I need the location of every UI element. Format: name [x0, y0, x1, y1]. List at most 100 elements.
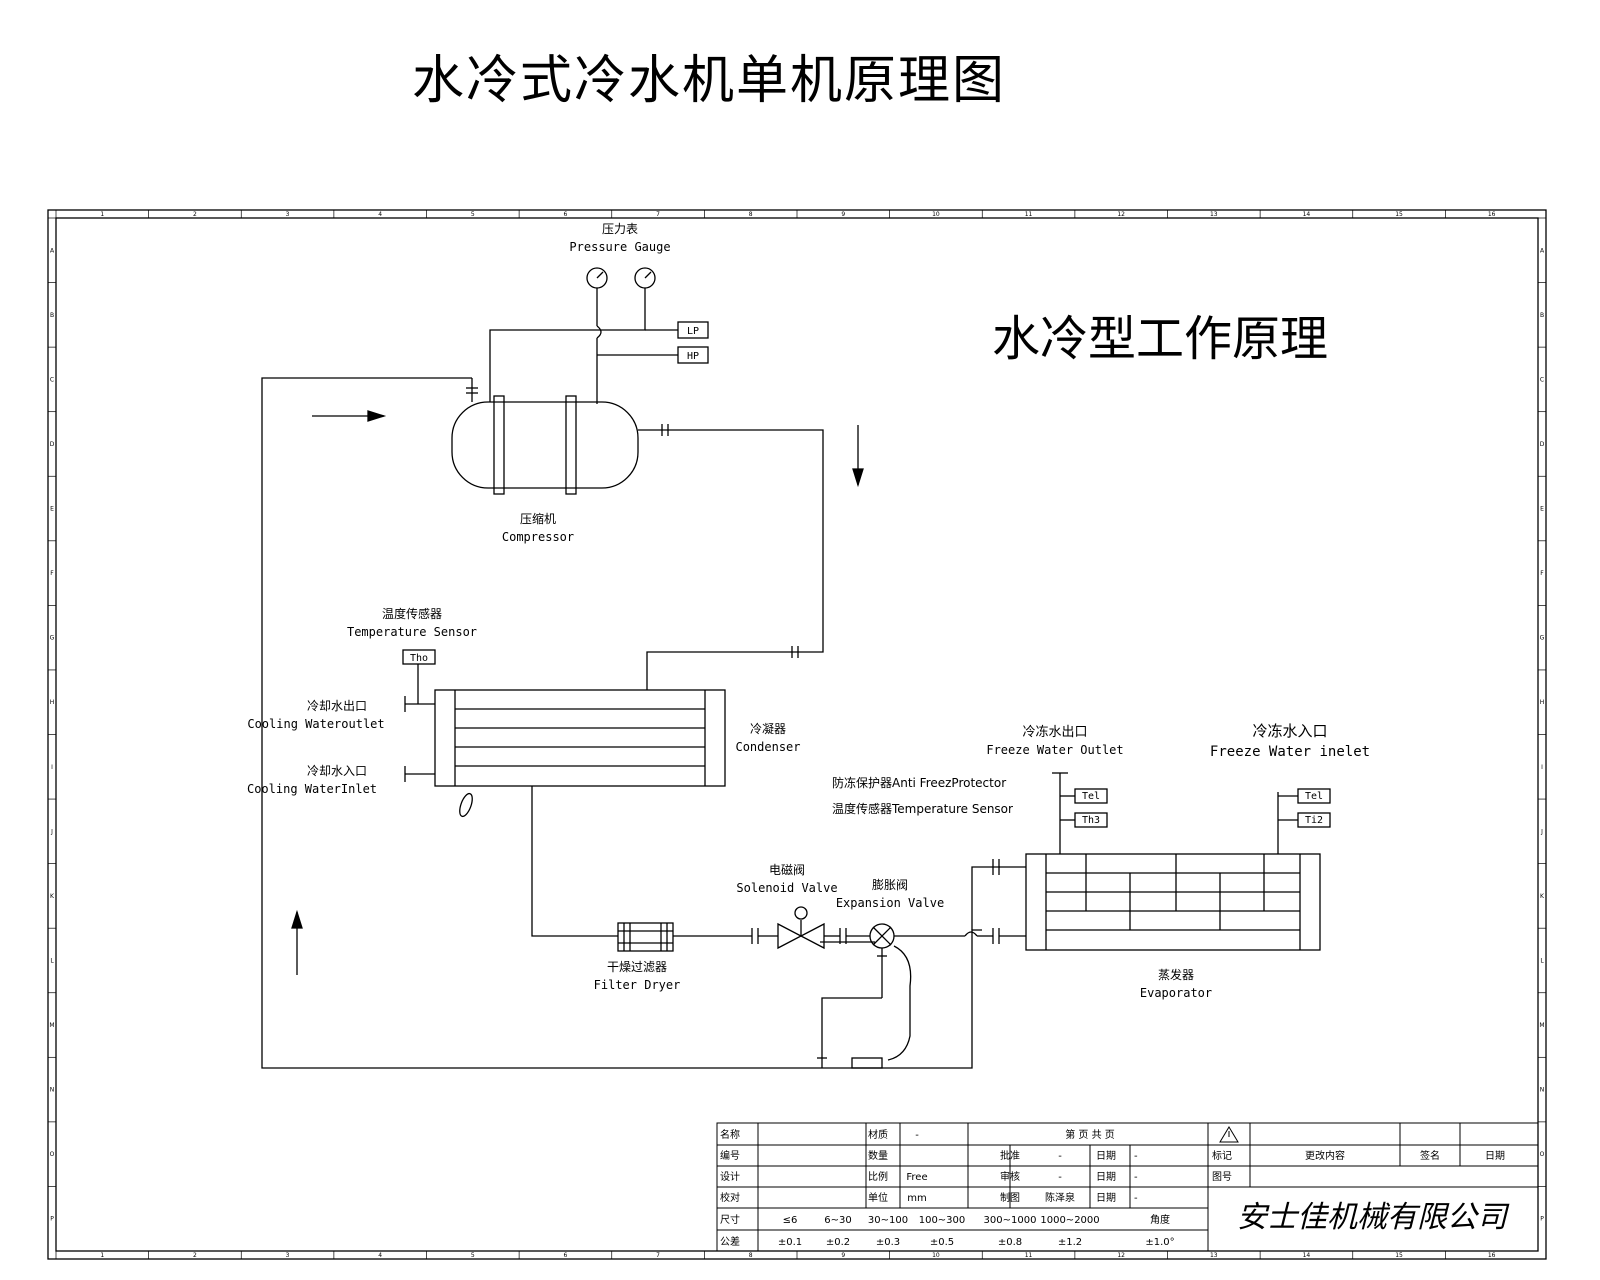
- frame-row-label: E: [1540, 506, 1544, 513]
- cooling-inlet-cn: 冷却水入口: [307, 764, 367, 778]
- frame-col-label: 12: [1117, 211, 1125, 218]
- frame-row-label: G: [50, 635, 55, 642]
- frame-col-label: 7: [656, 211, 660, 218]
- condenser-en: Condenser: [735, 740, 800, 754]
- title-block: [716, 1122, 1539, 1252]
- temp-sensor-en: Temperature Sensor: [347, 625, 477, 639]
- revision-sign-label: 签名: [1420, 1149, 1440, 1162]
- frame-row-label: H: [50, 699, 55, 706]
- filter-dryer-en: Filter Dryer: [594, 978, 681, 992]
- tolerance-value: ±1.0°: [1145, 1237, 1174, 1248]
- ti2-label: Ti2: [1305, 815, 1323, 826]
- revision-mark-label: 标记: [1212, 1150, 1232, 1162]
- pressure-gauge-en: Pressure Gauge: [569, 240, 670, 254]
- frame-col-label: 9: [841, 211, 845, 218]
- tolerance-value: ±0.8: [998, 1237, 1022, 1248]
- frame-row-label: I: [1541, 764, 1543, 771]
- frame-marks: 1122334455667788991010111112121313141415…: [48, 210, 1546, 1259]
- page-title: 水冷式冷水机单机原理图: [412, 51, 1007, 111]
- tolerance-size: ≤6: [783, 1215, 798, 1226]
- tho-label: Tho: [410, 653, 428, 664]
- frame-col-label: 3: [286, 1252, 290, 1259]
- frame-row-label: N: [1540, 1087, 1545, 1094]
- tolerance-size: 角度: [1150, 1213, 1170, 1226]
- refrigerant-loop: [261, 377, 1000, 1069]
- flow-arrow-up: [291, 909, 303, 975]
- expansion-valve: [817, 923, 993, 1069]
- drawing-no-label: 图号: [1212, 1171, 1232, 1183]
- frame-col-label: 9: [841, 1252, 845, 1259]
- frame-row-label: A: [50, 247, 55, 254]
- title-block-cell: 设计: [720, 1170, 740, 1183]
- tolerance-value: ±0.3: [876, 1237, 900, 1248]
- expansion-valve-en: Expansion Valve: [836, 896, 944, 910]
- revision-date-label: 日期: [1485, 1150, 1505, 1162]
- title-block-cell: 数量: [868, 1149, 888, 1162]
- frame-row-label: O: [50, 1151, 55, 1158]
- title-block-cell: 校对: [720, 1191, 740, 1204]
- frame-row-label: E: [50, 506, 54, 513]
- frame-row-label: C: [50, 376, 54, 383]
- tolerance-value: ±0.2: [826, 1237, 850, 1248]
- tolerance-size: 100~300: [919, 1215, 966, 1226]
- cooling-outlet-en: Cooling Wateroutlet: [247, 717, 384, 731]
- freeze-inlet-cn: 冷冻水入口: [1252, 722, 1327, 740]
- title-block-cell: -: [915, 1130, 919, 1141]
- title-block-cell: 批准: [1000, 1149, 1020, 1162]
- tho-sensor-box: [402, 649, 436, 665]
- th3-label: Th3: [1082, 815, 1100, 826]
- cooling-inlet-en: Cooling WaterInlet: [247, 782, 377, 796]
- title-block-cell: mm: [907, 1193, 926, 1204]
- company-name: 安士佳机械有限公司: [1237, 1200, 1510, 1235]
- temp-sensor-cn: 温度传感器: [382, 606, 442, 621]
- frame-col-label: 13: [1210, 211, 1218, 218]
- frame-col-label: 15: [1395, 211, 1403, 218]
- frame-col-label: 10: [932, 211, 940, 218]
- frame-row-label: P: [50, 1216, 54, 1223]
- tolerance-size: 30~100: [868, 1215, 908, 1226]
- frame-row-label: H: [1540, 699, 1545, 706]
- diagram-subtitle: 水冷型工作原理: [992, 311, 1328, 367]
- title-block-cell: -: [1058, 1151, 1062, 1162]
- frame-col-label: 10: [932, 1252, 940, 1259]
- frame-col-label: 13: [1210, 1252, 1218, 1259]
- solenoid-valve-cn: 电磁阀: [769, 862, 805, 877]
- filter-dryer-cn: 干燥过滤器: [607, 960, 667, 974]
- hp-switch: [677, 346, 709, 364]
- frame-row-label: N: [50, 1087, 55, 1094]
- frame-col-label: 16: [1488, 1252, 1496, 1259]
- frame-row-label: O: [1540, 1151, 1545, 1158]
- frame-row-label: M: [49, 1022, 54, 1029]
- frame-row-label: F: [50, 570, 54, 577]
- evaporator-cn: 蒸发器: [1158, 967, 1194, 982]
- frame-row-label: C: [1540, 376, 1544, 383]
- frame-col-label: 4: [378, 1252, 382, 1259]
- title-block-cell: 陈泽泉: [1045, 1191, 1075, 1204]
- title-block-cell: -: [1134, 1172, 1138, 1183]
- title-block-cell: Free: [906, 1172, 927, 1183]
- freeze-outlet-cn: 冷冻水出口: [1022, 724, 1087, 740]
- frame-col-label: 5: [471, 1252, 475, 1259]
- tel-box-2: [1297, 788, 1331, 804]
- frame-col-label: 5: [471, 211, 475, 218]
- compressor: [451, 378, 639, 495]
- revision-content-label: 更改内容: [1305, 1149, 1345, 1162]
- pressure-gauge-2: [489, 267, 656, 402]
- lp-switch: [677, 321, 709, 339]
- frame-col-label: 15: [1395, 1252, 1403, 1259]
- frame-row-label: J: [1540, 828, 1543, 835]
- title-block-cell: 日期: [1096, 1192, 1116, 1204]
- frame-col-label: 12: [1117, 1252, 1125, 1259]
- compressor-cn: 压缩机: [520, 511, 556, 526]
- solenoid-valve: [758, 906, 870, 950]
- evaporator-en: Evaporator: [1140, 986, 1212, 1000]
- pressure-gauge-1: [586, 267, 608, 404]
- flow-arrow-right: [312, 410, 387, 422]
- frame-row-label: B: [1540, 312, 1544, 319]
- frame-row-label: P: [1540, 1216, 1544, 1223]
- frame-row-label: L: [50, 957, 54, 964]
- title-block-cell: 单位: [868, 1191, 888, 1204]
- title-block-cell: 材质: [868, 1128, 888, 1141]
- frame-row-label: K: [1540, 893, 1545, 900]
